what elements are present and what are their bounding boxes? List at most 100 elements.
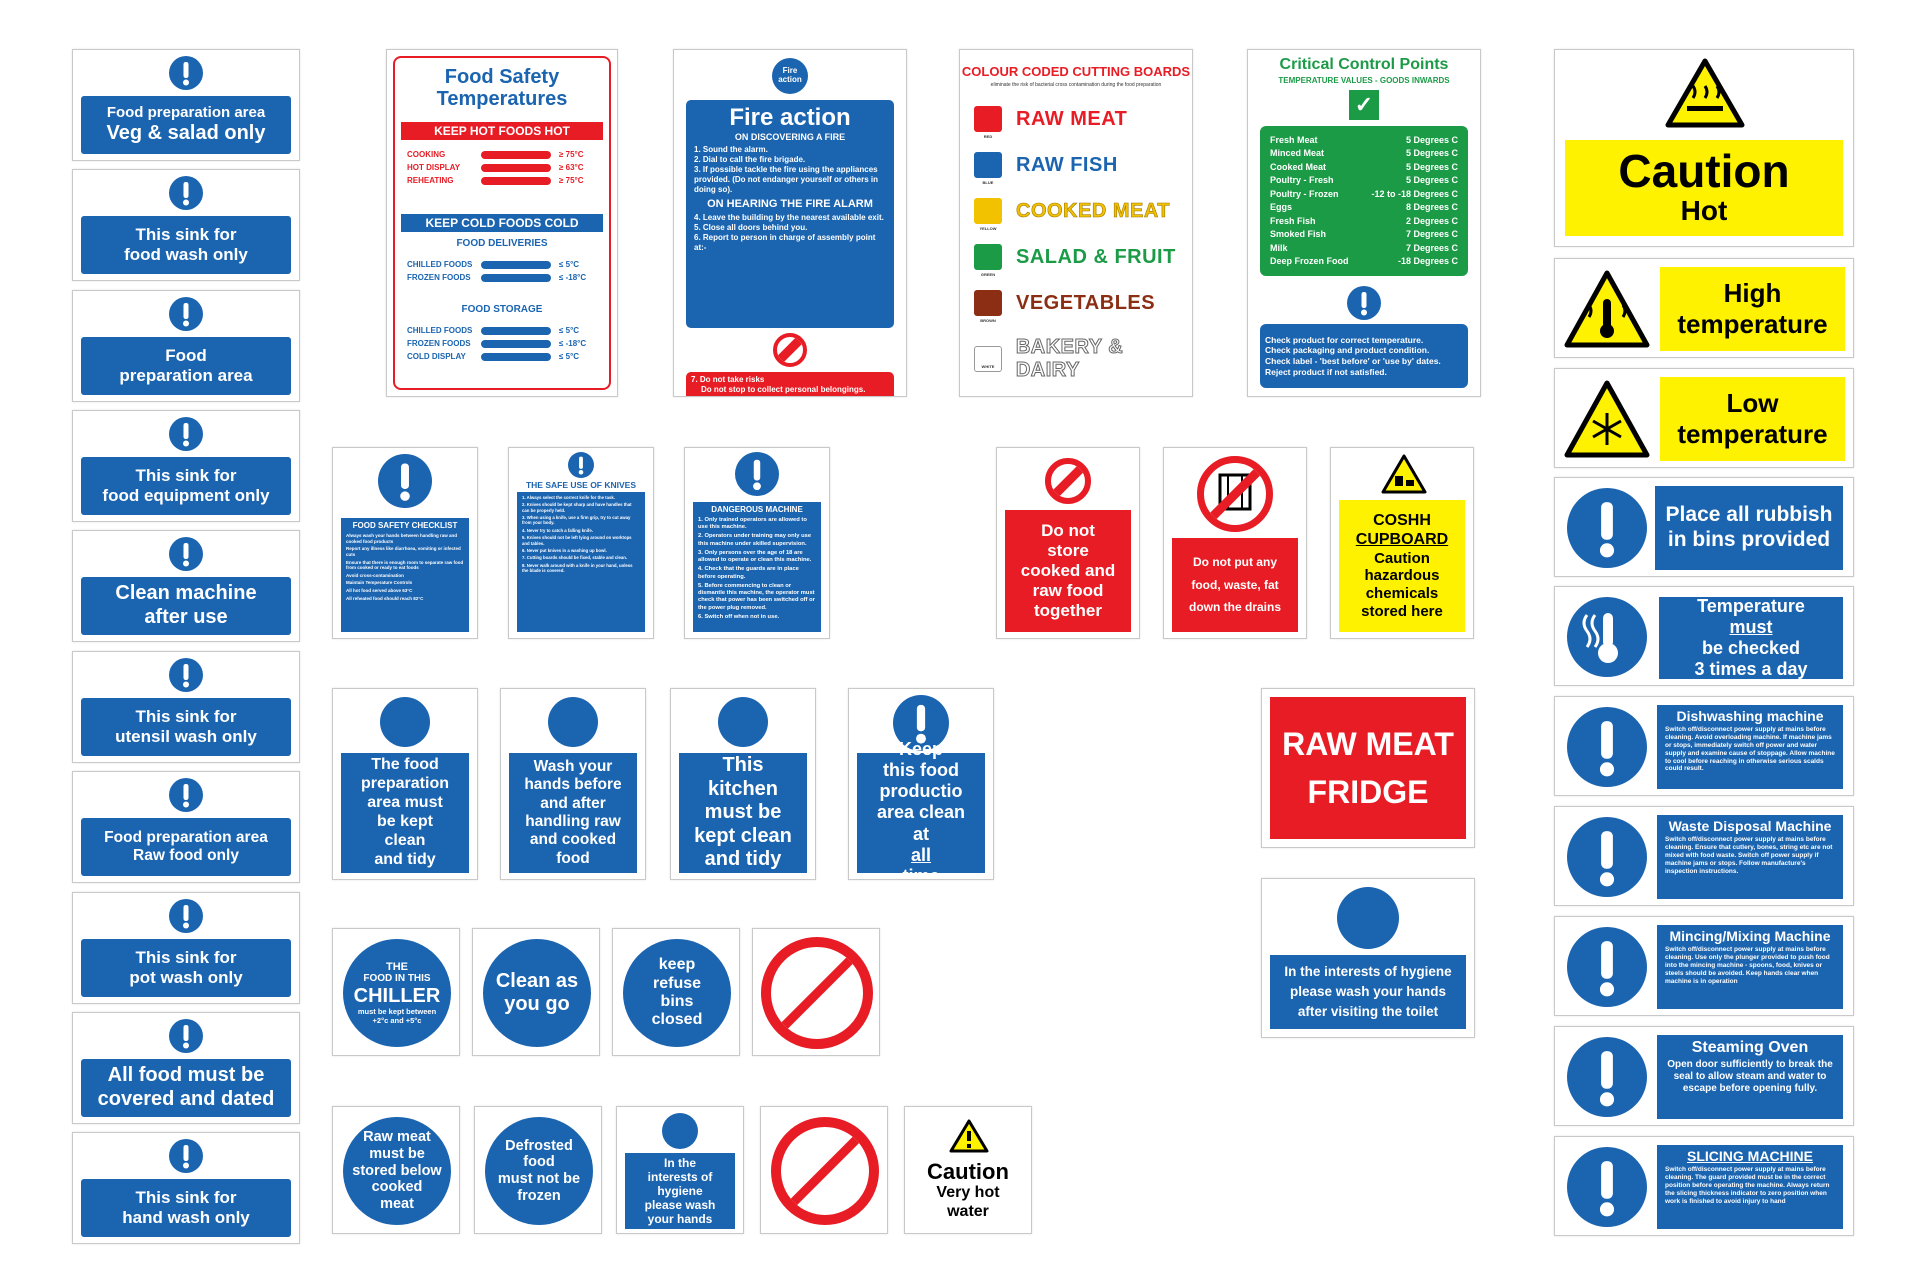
cutting-board-tag: RED	[983, 134, 993, 139]
fire-warning-line: Do not use lifts.	[691, 395, 889, 396]
col1-sign-panel: Food preparation area	[81, 337, 291, 395]
cutting-board-row: RAW FISH	[974, 152, 1118, 178]
list-line: 2. Operators under training may only use…	[698, 533, 812, 547]
sign-text-line: chemicals	[1365, 584, 1439, 602]
col1-sign-panel: This sink for hand wash only	[81, 1179, 291, 1237]
sign-text-line: cooked and	[1020, 560, 1116, 580]
mandatory-icon	[1567, 927, 1647, 1007]
critical-control-points-sign: Critical Control Points TEMPERATURE VALU…	[1247, 49, 1481, 397]
mincing-machine-sign: Mincing/Mixing Machine Switch off/discon…	[1554, 916, 1854, 1016]
steaming-machine-sign: Steaming Oven Open door sufficiently to …	[1554, 1026, 1854, 1126]
fire-title: Fire action	[729, 104, 851, 131]
col1-sign-panel: This sink for food equipment only	[81, 457, 291, 515]
handwash-icon	[548, 697, 598, 747]
sign-text-line: down the drains	[1188, 600, 1281, 615]
sign-text-line: must be	[704, 801, 782, 824]
high-temperature-warning-icon	[1564, 270, 1650, 348]
thermometer-icon	[1567, 597, 1647, 677]
sign-text-line: food, waste, fat	[1191, 577, 1279, 592]
cutting-board-tag: YELLOW	[979, 226, 997, 231]
dishwashing-machine-sign: Dishwashing machine Switch off/disconnec…	[1554, 696, 1854, 796]
fire-step: 5. Close all doors behind you.	[694, 222, 808, 232]
list-title: FOOD SAFETY CHECKLIST	[352, 521, 458, 530]
cutting-board-label: RAW MEAT	[1016, 107, 1128, 130]
sign-text-line: Defrosted	[505, 1137, 573, 1154]
fire-warning-line: 7. Do not take risks	[691, 375, 765, 384]
temperature-bar	[481, 352, 551, 361]
temperature-bar	[481, 150, 551, 159]
cutting-board-row: COOKED MEAT	[974, 198, 1170, 224]
sign-text-line: This	[722, 754, 764, 777]
cutting-board-label: RAW FISH	[1016, 153, 1118, 176]
sign-text-line: closed	[651, 1011, 703, 1029]
col1-sign-10: This sink for hand wash only	[72, 1132, 300, 1244]
list-line: All reheated food should reach 82°C	[346, 595, 424, 601]
col1-sign-8: This sink for pot wash only	[72, 892, 300, 1004]
sign-text-line: Raw meat	[363, 1129, 431, 1146]
sign-text-line: RAW MEAT	[1282, 726, 1454, 762]
temperature-bar	[481, 163, 551, 172]
sign-text-line: food	[523, 1154, 555, 1171]
ccp-bottom: Check product for correct temperature.Ch…	[1260, 324, 1468, 388]
sign-text-line: In the interests of hygiene	[1284, 963, 1452, 979]
list-line: 8. Never walk around with a knife in you…	[522, 562, 633, 573]
mandatory-icon	[1347, 286, 1381, 320]
fire-sub2: ON HEARING THE FIRE ALARM	[707, 197, 873, 210]
caution-hot-sign: Caution Hot	[1554, 49, 1854, 247]
sign-text-line: Do not	[1041, 520, 1095, 540]
col1-sign-9: All food must be covered and dated	[72, 1012, 300, 1124]
sign-text-line: please wash	[644, 1198, 716, 1213]
cutting-board-tag: BROWN	[980, 318, 996, 323]
fire-step: 1. Sound the alarm.	[694, 144, 768, 154]
sign-text-line: frozen	[517, 1187, 561, 1204]
col1-sign-panel: This sink for food wash only	[81, 216, 291, 274]
cutting-board-row: RAW MEAT	[974, 106, 1127, 132]
mandatory-icon	[1567, 817, 1647, 897]
safe-use-of-knives-sign: THE SAFE USE OF KNIVES 1. Always select …	[508, 447, 654, 639]
list-line: 4. Check that the guards are in place be…	[698, 566, 799, 580]
sign-text-line: together	[1034, 601, 1102, 621]
list-line: 5. Knives should not be left lying aroun…	[522, 535, 632, 546]
handwash-icon	[718, 697, 768, 747]
machine-panel: SLICING MACHINE Switch off/disconnect po…	[1657, 1145, 1843, 1229]
no-entry-icon	[1045, 458, 1091, 504]
mandatory-icon	[169, 537, 203, 571]
cutting-board-label: SALAD & FRUIT	[1016, 245, 1176, 268]
col1-sign-4: This sink for food equipment only	[72, 410, 300, 522]
sign-text-line: preparation	[360, 775, 449, 793]
temperature-row: CHILLED FOODS ≤ 5°C	[407, 326, 580, 335]
sign-text-line: hazardous	[1364, 567, 1440, 585]
temperature-row: REHEATING ≥ 75°C	[407, 176, 584, 185]
coshh-title: COSHH	[1373, 511, 1431, 529]
temperature-bar	[481, 260, 551, 269]
sign-text-line: The food	[371, 756, 439, 774]
coshh-sub: CUPBOARD	[1355, 530, 1449, 548]
mandatory-icon	[735, 452, 779, 496]
hot-header: KEEP HOT FOODS HOT	[401, 122, 603, 140]
fire-step: 2. Dial to call the fire brigade.	[694, 154, 806, 164]
ccp-bottom-line: Check product for correct temperature.	[1265, 334, 1424, 345]
cutting-board-icon	[974, 106, 1002, 132]
list-line: All hot food served above 63°C	[346, 588, 413, 593]
cutting-board-icon	[974, 198, 1002, 224]
sign-text-line: Clean as	[495, 970, 579, 992]
temperature-bar	[481, 339, 551, 348]
